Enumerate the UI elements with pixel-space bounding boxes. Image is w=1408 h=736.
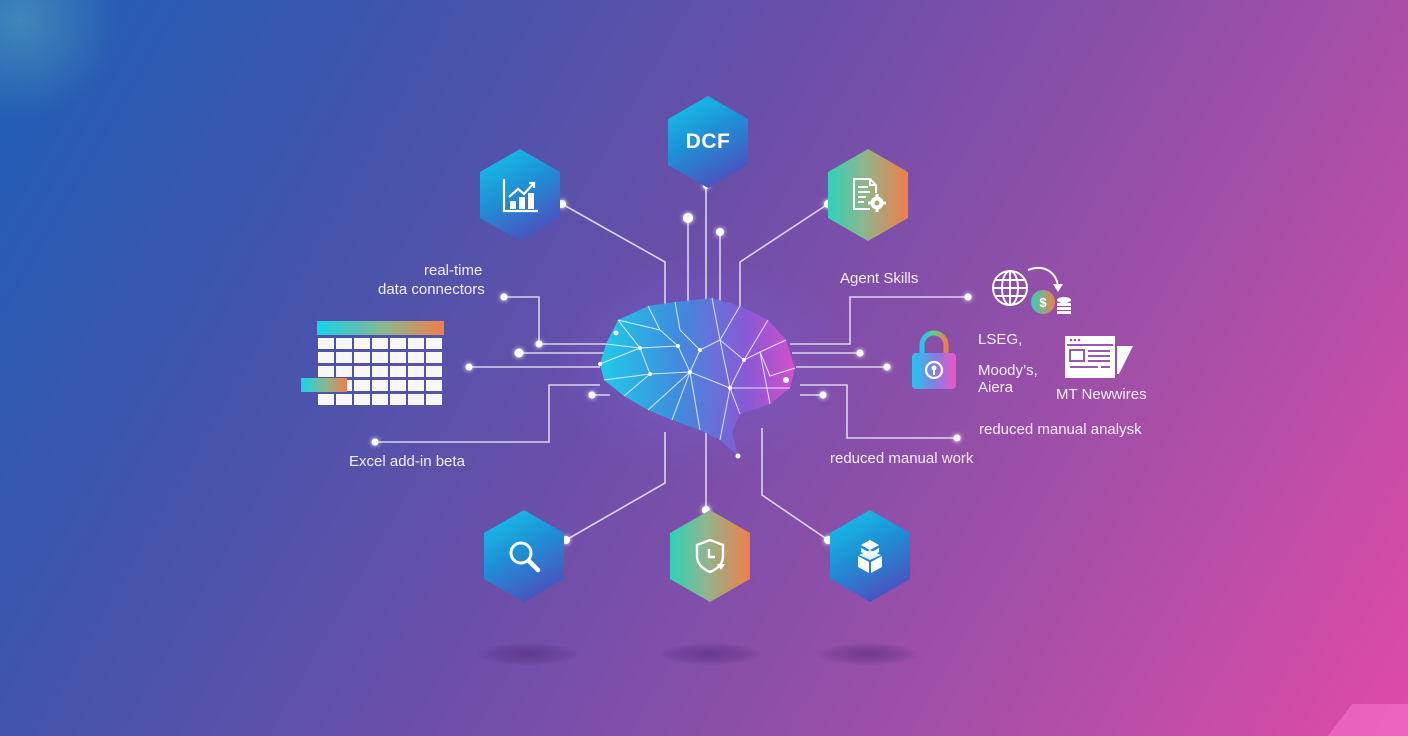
- hex-shadow: [477, 643, 577, 665]
- label-moodys: Moody’s,: [978, 362, 1038, 379]
- search-icon: [509, 541, 541, 573]
- brain-icon: [598, 297, 796, 459]
- bar-chart-trend-icon: [502, 179, 538, 213]
- label-realtime-line1: real-time: [424, 262, 483, 279]
- label-realtime-line2: data connectors: [378, 281, 485, 298]
- globe-data-transfer-icon: $: [992, 267, 1071, 314]
- label-mt-newswires: MT Newwires: [1056, 386, 1147, 403]
- document-gear-icon: [853, 178, 886, 212]
- hex-shadow: [818, 643, 918, 665]
- spreadsheet-icon: [301, 321, 444, 405]
- padlock-icon: [912, 330, 956, 389]
- label-reduced-work: reduced manual work: [830, 450, 974, 467]
- label-agent-skills: Agent Skills: [840, 270, 919, 287]
- stacked-boxes-icon: [858, 540, 882, 573]
- label-excel-addin: Excel add-in beta: [349, 453, 465, 470]
- shield-clock-icon: [695, 538, 725, 574]
- label-aiera: Aiera: [978, 379, 1014, 396]
- news-page-icon: [1065, 336, 1133, 378]
- dcf-label: DCF: [685, 130, 731, 153]
- label-reduced-analysk: reduced manual analysk: [979, 421, 1142, 438]
- svg-text:$: $: [1039, 295, 1047, 310]
- label-lseg: LSEG,: [978, 331, 1023, 348]
- hex-shadow: [660, 643, 760, 665]
